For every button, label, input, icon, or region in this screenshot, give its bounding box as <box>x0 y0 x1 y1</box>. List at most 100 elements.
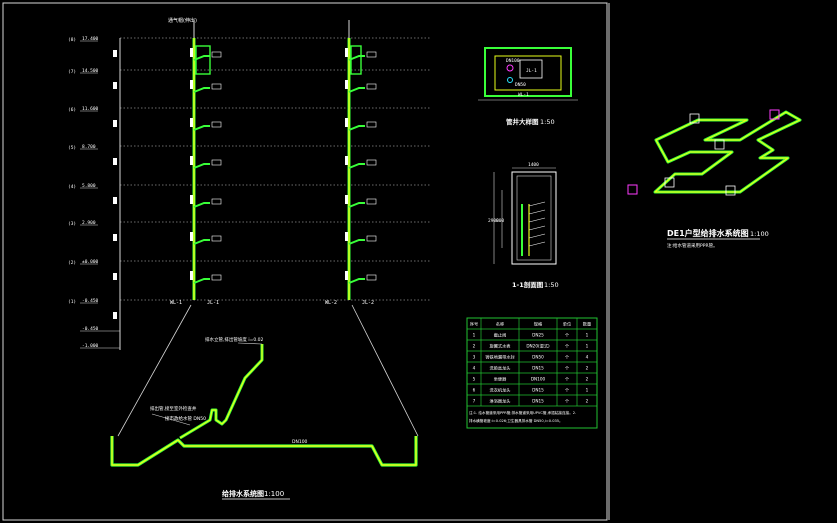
fixture-tag <box>366 274 377 281</box>
fixture-tag <box>211 274 222 281</box>
floor-mark: (1) <box>68 299 76 305</box>
table-cell: 1 <box>586 388 589 393</box>
table-cell: 个 <box>565 388 570 393</box>
discharge-pipe-core <box>111 436 417 466</box>
branch-pipe <box>348 278 365 284</box>
well-title: 管井大样图 <box>506 117 539 126</box>
pipe-label-box <box>190 232 193 241</box>
pipe-label-box <box>345 232 348 241</box>
table-cell: 个 <box>565 377 570 382</box>
branch-pipes <box>190 45 377 284</box>
branch-pipe <box>193 239 210 245</box>
pipe-label-box <box>190 271 193 280</box>
branch-pipe <box>348 202 365 208</box>
bottom-note-2: DN100 <box>292 439 308 445</box>
fixture-1 <box>627 184 638 195</box>
well-wall-inner <box>494 55 562 91</box>
section-dim-1: 1400 <box>528 162 539 168</box>
iso-title: DE1户型给排水系统图 <box>667 228 749 238</box>
fixture-tag <box>211 51 222 58</box>
section-branch <box>528 201 546 207</box>
well-label-3: JL-1 <box>526 68 537 74</box>
fixture-tag <box>211 198 222 205</box>
vent-box-left <box>195 45 211 75</box>
table-cell: 淋浴器龙头 <box>490 398 511 405</box>
leader-1 <box>237 342 263 345</box>
table-note-line-2: 排水横管坡度:i=0.026;卫生器具排水管 DN50,i=0.035。 <box>469 418 563 423</box>
section-branch <box>528 209 546 215</box>
table-cell: 1 <box>473 333 476 338</box>
well-scale: 1:50 <box>540 118 555 126</box>
bottom-note-3: 排出管,接至室外检查井 <box>150 405 197 412</box>
table-header-cell: 名称 <box>496 321 504 328</box>
section-title: 1-1剖面图 <box>512 280 544 289</box>
branch-pipe <box>348 55 365 61</box>
section-scale: 1:50 <box>544 281 559 289</box>
floor-marker <box>113 234 117 241</box>
floor-mark: (8) <box>68 37 76 43</box>
elevation-label: 11.600 <box>82 106 99 112</box>
iso-plan-outline-core <box>654 111 801 193</box>
elevation-label: -0.450 <box>82 298 99 304</box>
table-cell: 4 <box>473 366 476 371</box>
pipe-label-box <box>190 118 193 127</box>
floor-mark: (6) <box>68 107 76 113</box>
fixture-tag <box>366 121 377 128</box>
discharge-pipe <box>110 436 418 467</box>
table-cell: 洗衣机龙头 <box>490 387 511 394</box>
table-cell: DN15 <box>532 388 544 393</box>
pipe-label-box <box>345 156 348 165</box>
table-cell: DN100 <box>531 377 546 382</box>
riser-title: 给排水系统图 <box>222 489 264 498</box>
riser-label-wl2: WL-2 <box>325 300 337 306</box>
fixture-tag <box>366 159 377 166</box>
pipe-label-box <box>190 156 193 165</box>
fixture-2 <box>664 177 675 188</box>
table-cell: DN15 <box>532 399 544 404</box>
branch-pipe <box>193 163 210 169</box>
iso-subtitle: 注:给水管道采用PPR管。 <box>667 242 718 249</box>
drawing-sheet-frame <box>2 2 608 521</box>
well-label-4: WL-1 <box>518 92 529 98</box>
table-cell: 截止阀 <box>494 332 507 339</box>
table-header-cell: 序号 <box>470 321 478 328</box>
floor-mark: (5) <box>68 145 76 151</box>
elevation-label: 5.800 <box>82 183 96 189</box>
branch-pipe <box>193 278 210 284</box>
table-cell: 个 <box>565 344 570 349</box>
iso-scale: 1:100 <box>750 230 769 238</box>
elevation-label: 17.400 <box>82 36 99 42</box>
table-header-cell: 数量 <box>583 321 591 328</box>
well-label-2: DN50 <box>515 82 526 88</box>
table-header-cell: 规格 <box>534 321 543 328</box>
table-header-cell: 单位 <box>563 321 571 328</box>
riser-scale: 1:100 <box>264 490 284 498</box>
elevation-label: 14.500 <box>82 68 99 74</box>
branch-pipe <box>193 202 210 208</box>
fixture-3 <box>714 139 725 150</box>
section-branch <box>528 217 546 223</box>
section-branch <box>528 241 546 247</box>
floor-marker <box>113 82 117 89</box>
table-cell: 1 <box>586 333 589 338</box>
table-cell: 6 <box>473 388 476 393</box>
fixture-tag <box>366 51 377 58</box>
iso-plan: DE1户型给排水系统图 1:100 注:给水管道采用PPR管。 <box>627 109 802 249</box>
pipe-label-box <box>345 195 348 204</box>
bottom-note-4: 接市政给水管 DN50 <box>165 415 206 422</box>
table-cell: 2 <box>586 399 589 404</box>
section-branch <box>528 233 546 239</box>
floor-mark: (3) <box>68 221 76 227</box>
elevation-label: 8.700 <box>82 144 96 150</box>
table-cell: 个 <box>565 366 570 371</box>
floor-marker <box>113 312 117 319</box>
table-cell: 旋翼式水表 <box>490 343 512 350</box>
fixture-tag <box>211 121 222 128</box>
table-cell: 4 <box>586 355 589 360</box>
floor-mark: (2) <box>68 260 76 266</box>
section-outline <box>511 171 557 265</box>
fixture-5 <box>725 185 736 196</box>
riser-label-jl1: JL-1 <box>207 300 219 306</box>
floor-marker <box>113 158 117 165</box>
